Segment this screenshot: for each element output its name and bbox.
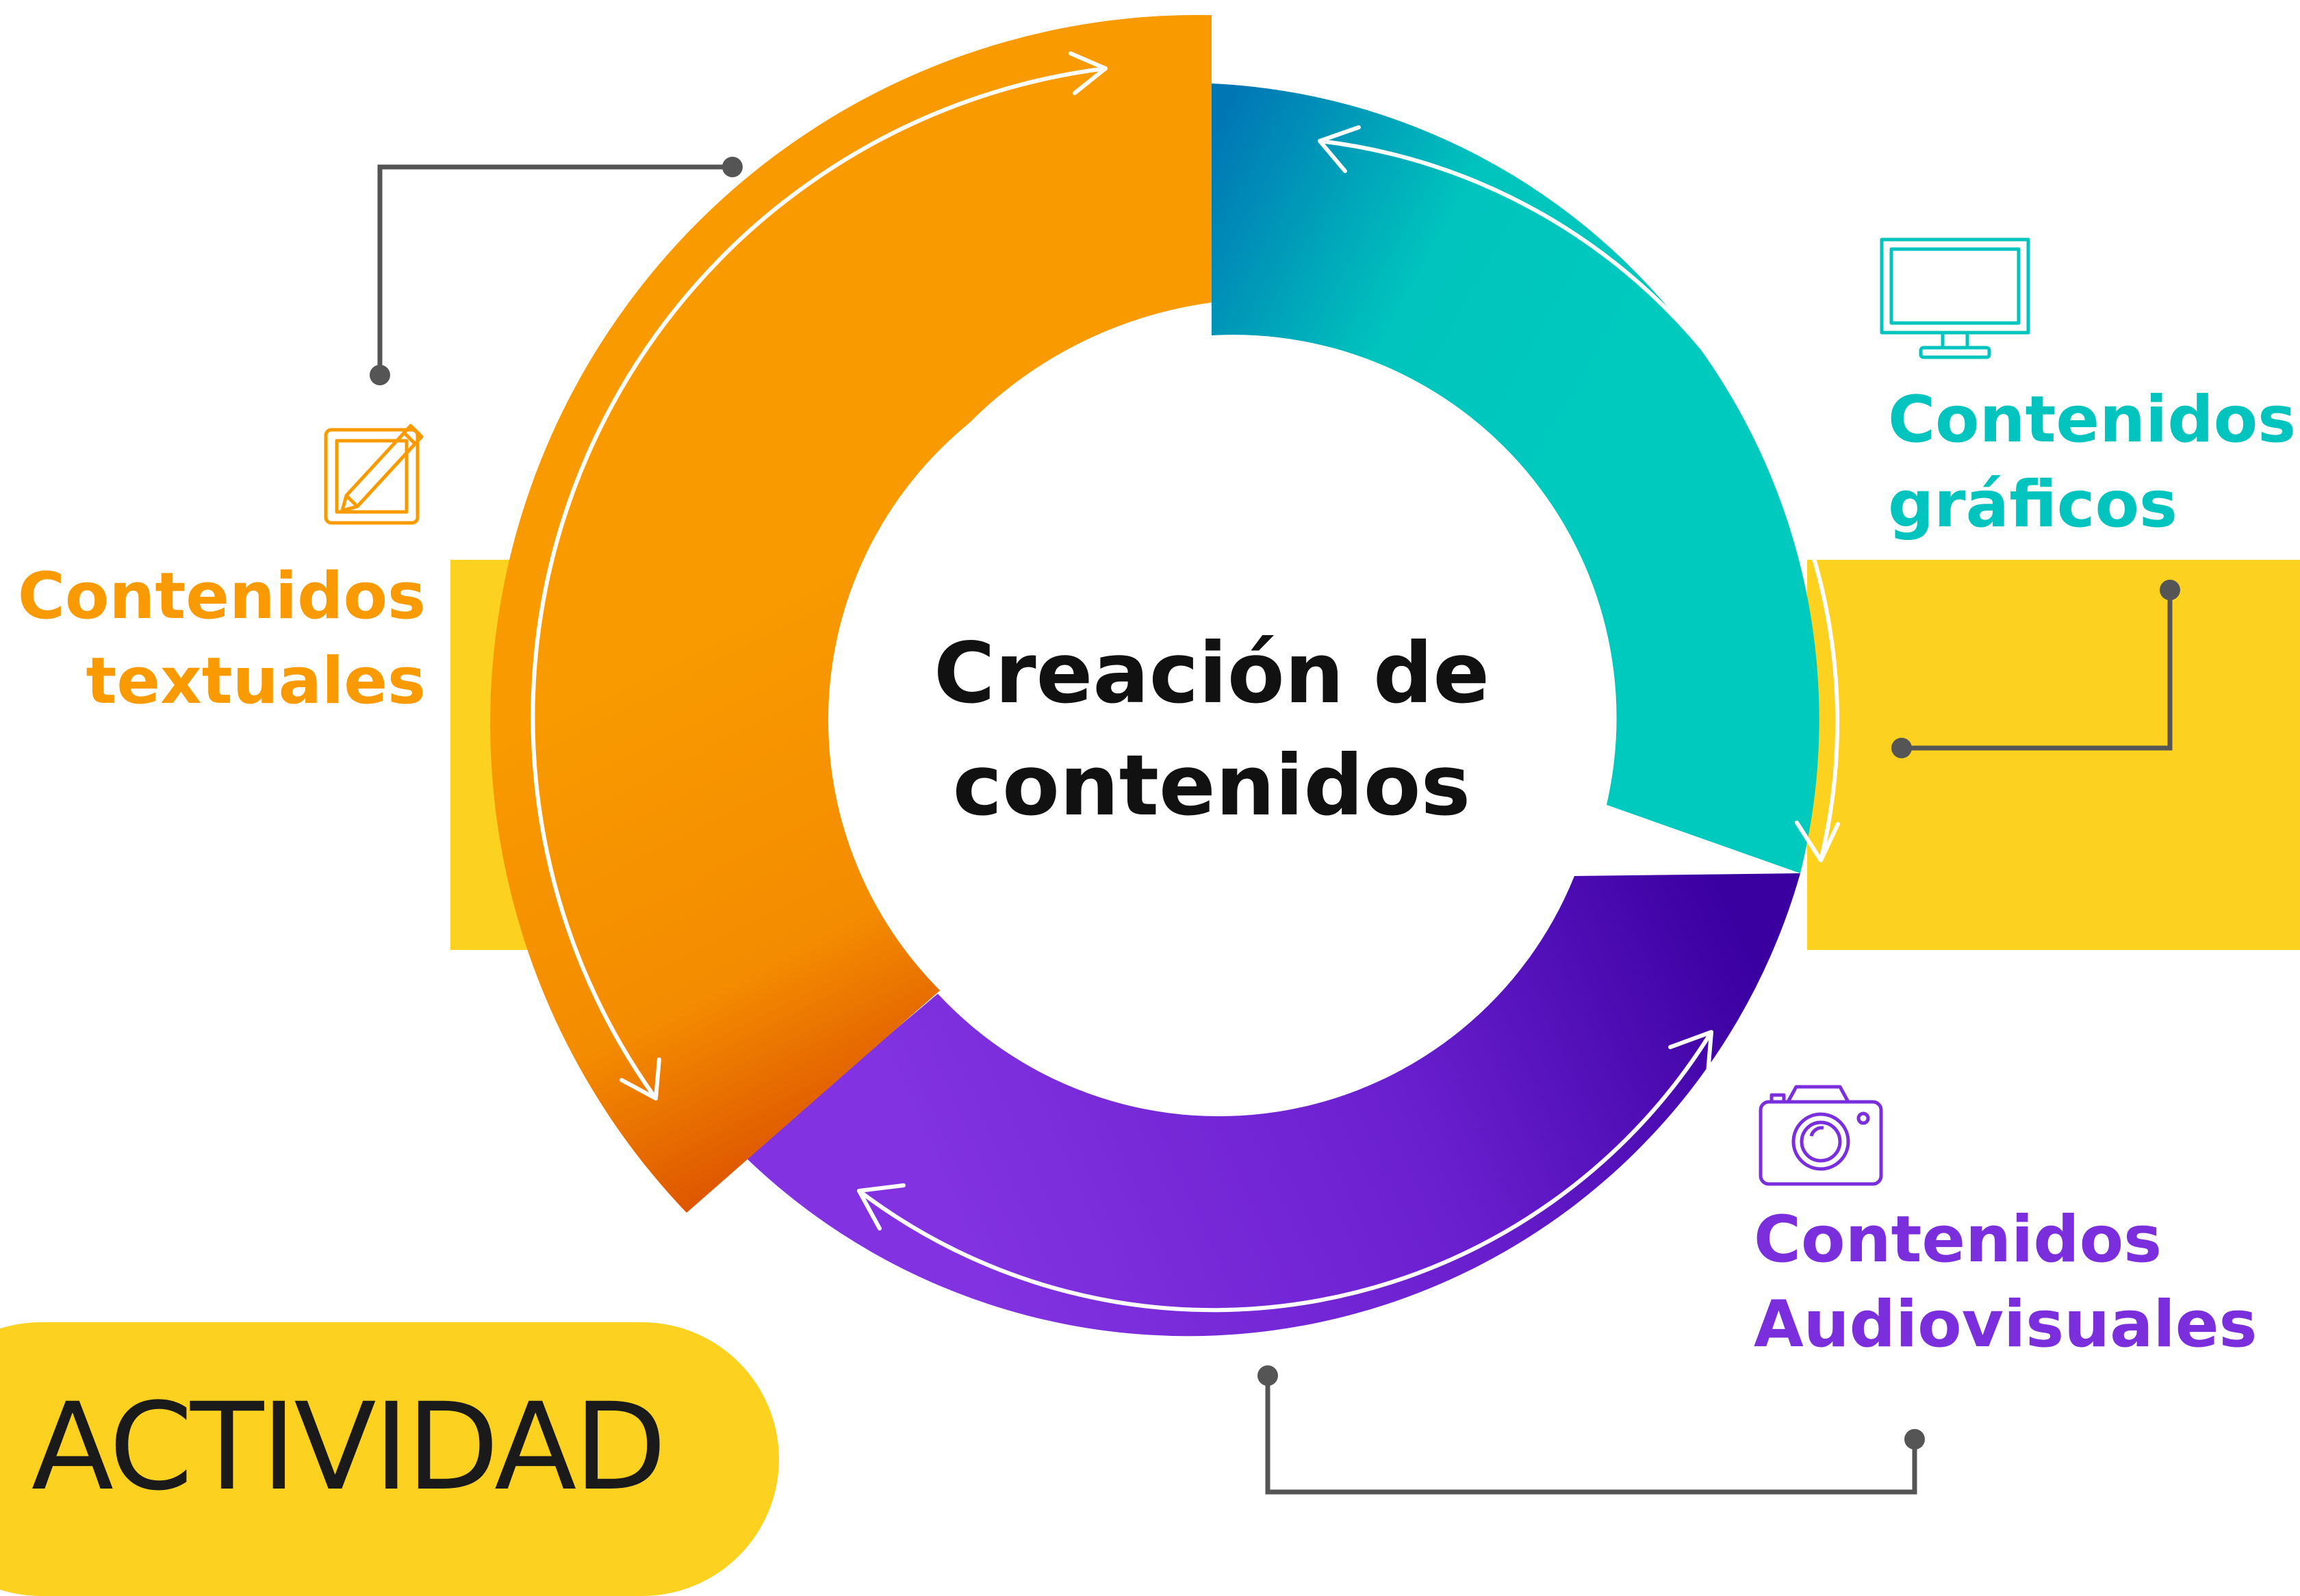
label-audiovisuales-line1: Contenidos	[1754, 1202, 2162, 1277]
segment-graficos	[1212, 83, 1819, 873]
label-audiovisuales: Contenidos Audiovisuales	[1754, 1198, 2257, 1367]
purple-arrowhead-left	[857, 1183, 906, 1231]
center-circle	[828, 337, 1595, 1103]
activity-banner-text: E ACTIVIDAD	[0, 1377, 667, 1517]
camera-icon	[1759, 1085, 1883, 1186]
label-textuales-line2: textuales	[86, 644, 426, 719]
center-title-line2: contenidos	[952, 737, 1471, 834]
teal-arrowhead-top	[1318, 125, 1361, 173]
connector-dot	[1904, 1429, 1925, 1450]
label-graficos-line1: Contenidos	[1888, 383, 2297, 457]
label-graficos: Contenidos gráficos	[1888, 378, 2296, 548]
teal-cycle-arrow	[1318, 139, 1840, 862]
connector-dot	[722, 157, 743, 177]
purple-cycle-arrow	[857, 1030, 1713, 1313]
connector-dot	[1891, 738, 1912, 758]
label-graficos-line2: gráficos	[1888, 467, 2177, 542]
yellow-band-right	[1807, 560, 2300, 950]
orange-arrowhead-top	[1069, 51, 1108, 95]
content-cycle-diagram	[324, 14, 2180, 1495]
connector-graficos	[1902, 590, 2173, 751]
orange-arrowhead-bottom	[619, 1057, 661, 1101]
teal-arrowhead-bottom	[1795, 821, 1840, 862]
connector-dot	[1257, 1365, 1278, 1386]
orange-cycle-arrow	[531, 66, 1108, 1101]
connector-dot	[370, 365, 390, 385]
connector-textuales	[377, 164, 732, 375]
label-textuales-line1: Contenidos	[17, 559, 426, 634]
label-textuales: Contenidos textuales	[18, 554, 426, 724]
monitor-icon	[1880, 237, 2030, 359]
purple-arrowhead-right	[1668, 1030, 1713, 1075]
center-title-line1: Creación de	[933, 625, 1490, 722]
connector-dot	[2160, 580, 2180, 600]
label-audiovisuales-line2: Audiovisuales	[1754, 1287, 2258, 1362]
segment-audiovisuales	[745, 873, 1800, 1337]
edit-note-icon	[324, 424, 424, 525]
connector-audiovisuales	[1265, 1376, 1917, 1495]
